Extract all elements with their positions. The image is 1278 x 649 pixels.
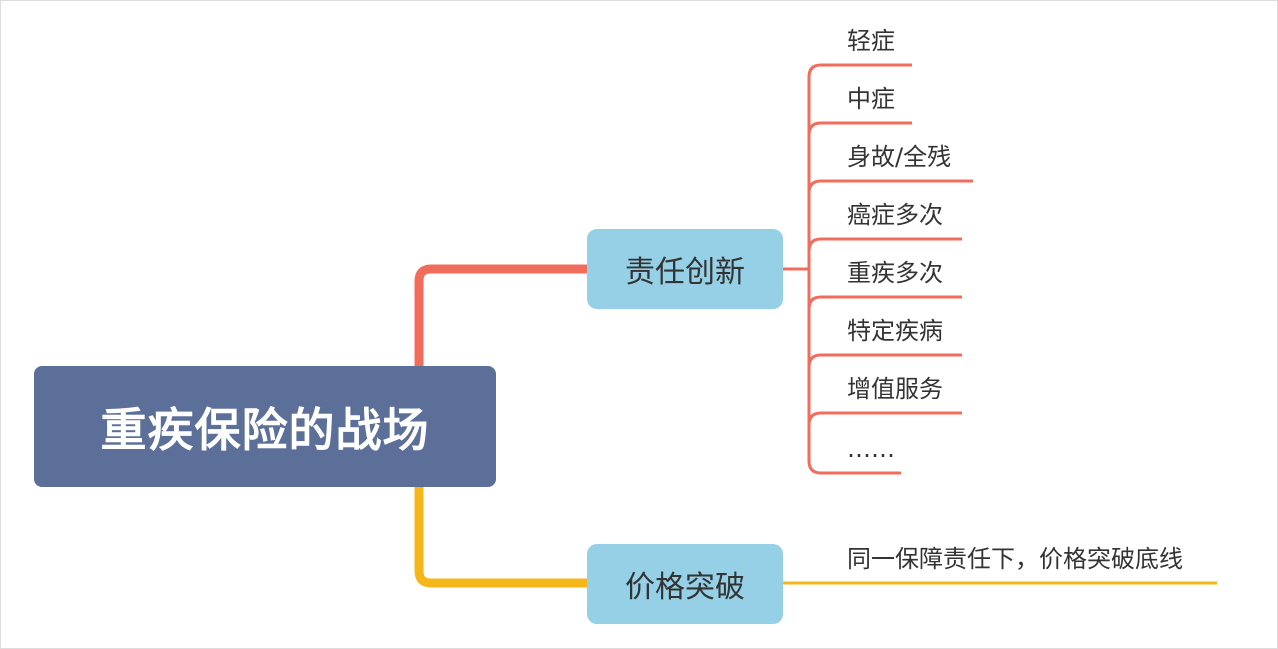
leaf-node[interactable]: 中症 [847,85,895,113]
root-node[interactable]: 重疾保险的战场 [34,366,496,487]
branch-label: 价格突破 [625,570,745,605]
root-to-branch1-line [414,264,592,371]
leaf-underline-5 [807,295,962,310]
leaf-node[interactable]: 重疾多次 [847,259,943,287]
leaf-underline-4 [807,237,962,252]
root-label: 重疾保险的战场 [100,402,430,457]
leaf-underline-1 [807,63,912,78]
leaf-underline-2 [807,121,912,136]
leaf-node[interactable]: 癌症多次 [847,201,943,229]
branch-label: 责任创新 [625,255,745,290]
branch-node-price-breakthrough[interactable]: 价格突破 [587,544,783,624]
branch-node-responsibility-innovation[interactable]: 责任创新 [587,229,783,309]
root-to-branch2-line [414,482,592,588]
leaf-node[interactable]: 增值服务 [847,375,943,403]
leaf-node[interactable]: 身故/全残 [847,143,952,171]
leaf-node[interactable]: 特定疾病 [847,317,943,345]
leaf-node[interactable]: 轻症 [847,27,895,55]
leaf-underline-7 [807,411,962,426]
branch1-bracket-line [807,77,822,475]
leaf-node[interactable]: …… [847,435,895,463]
leaf-node[interactable]: 同一保障责任下，价格突破底线 [847,545,1183,573]
leaf-underline-6 [807,353,962,368]
leaf-underline-3 [807,179,973,194]
